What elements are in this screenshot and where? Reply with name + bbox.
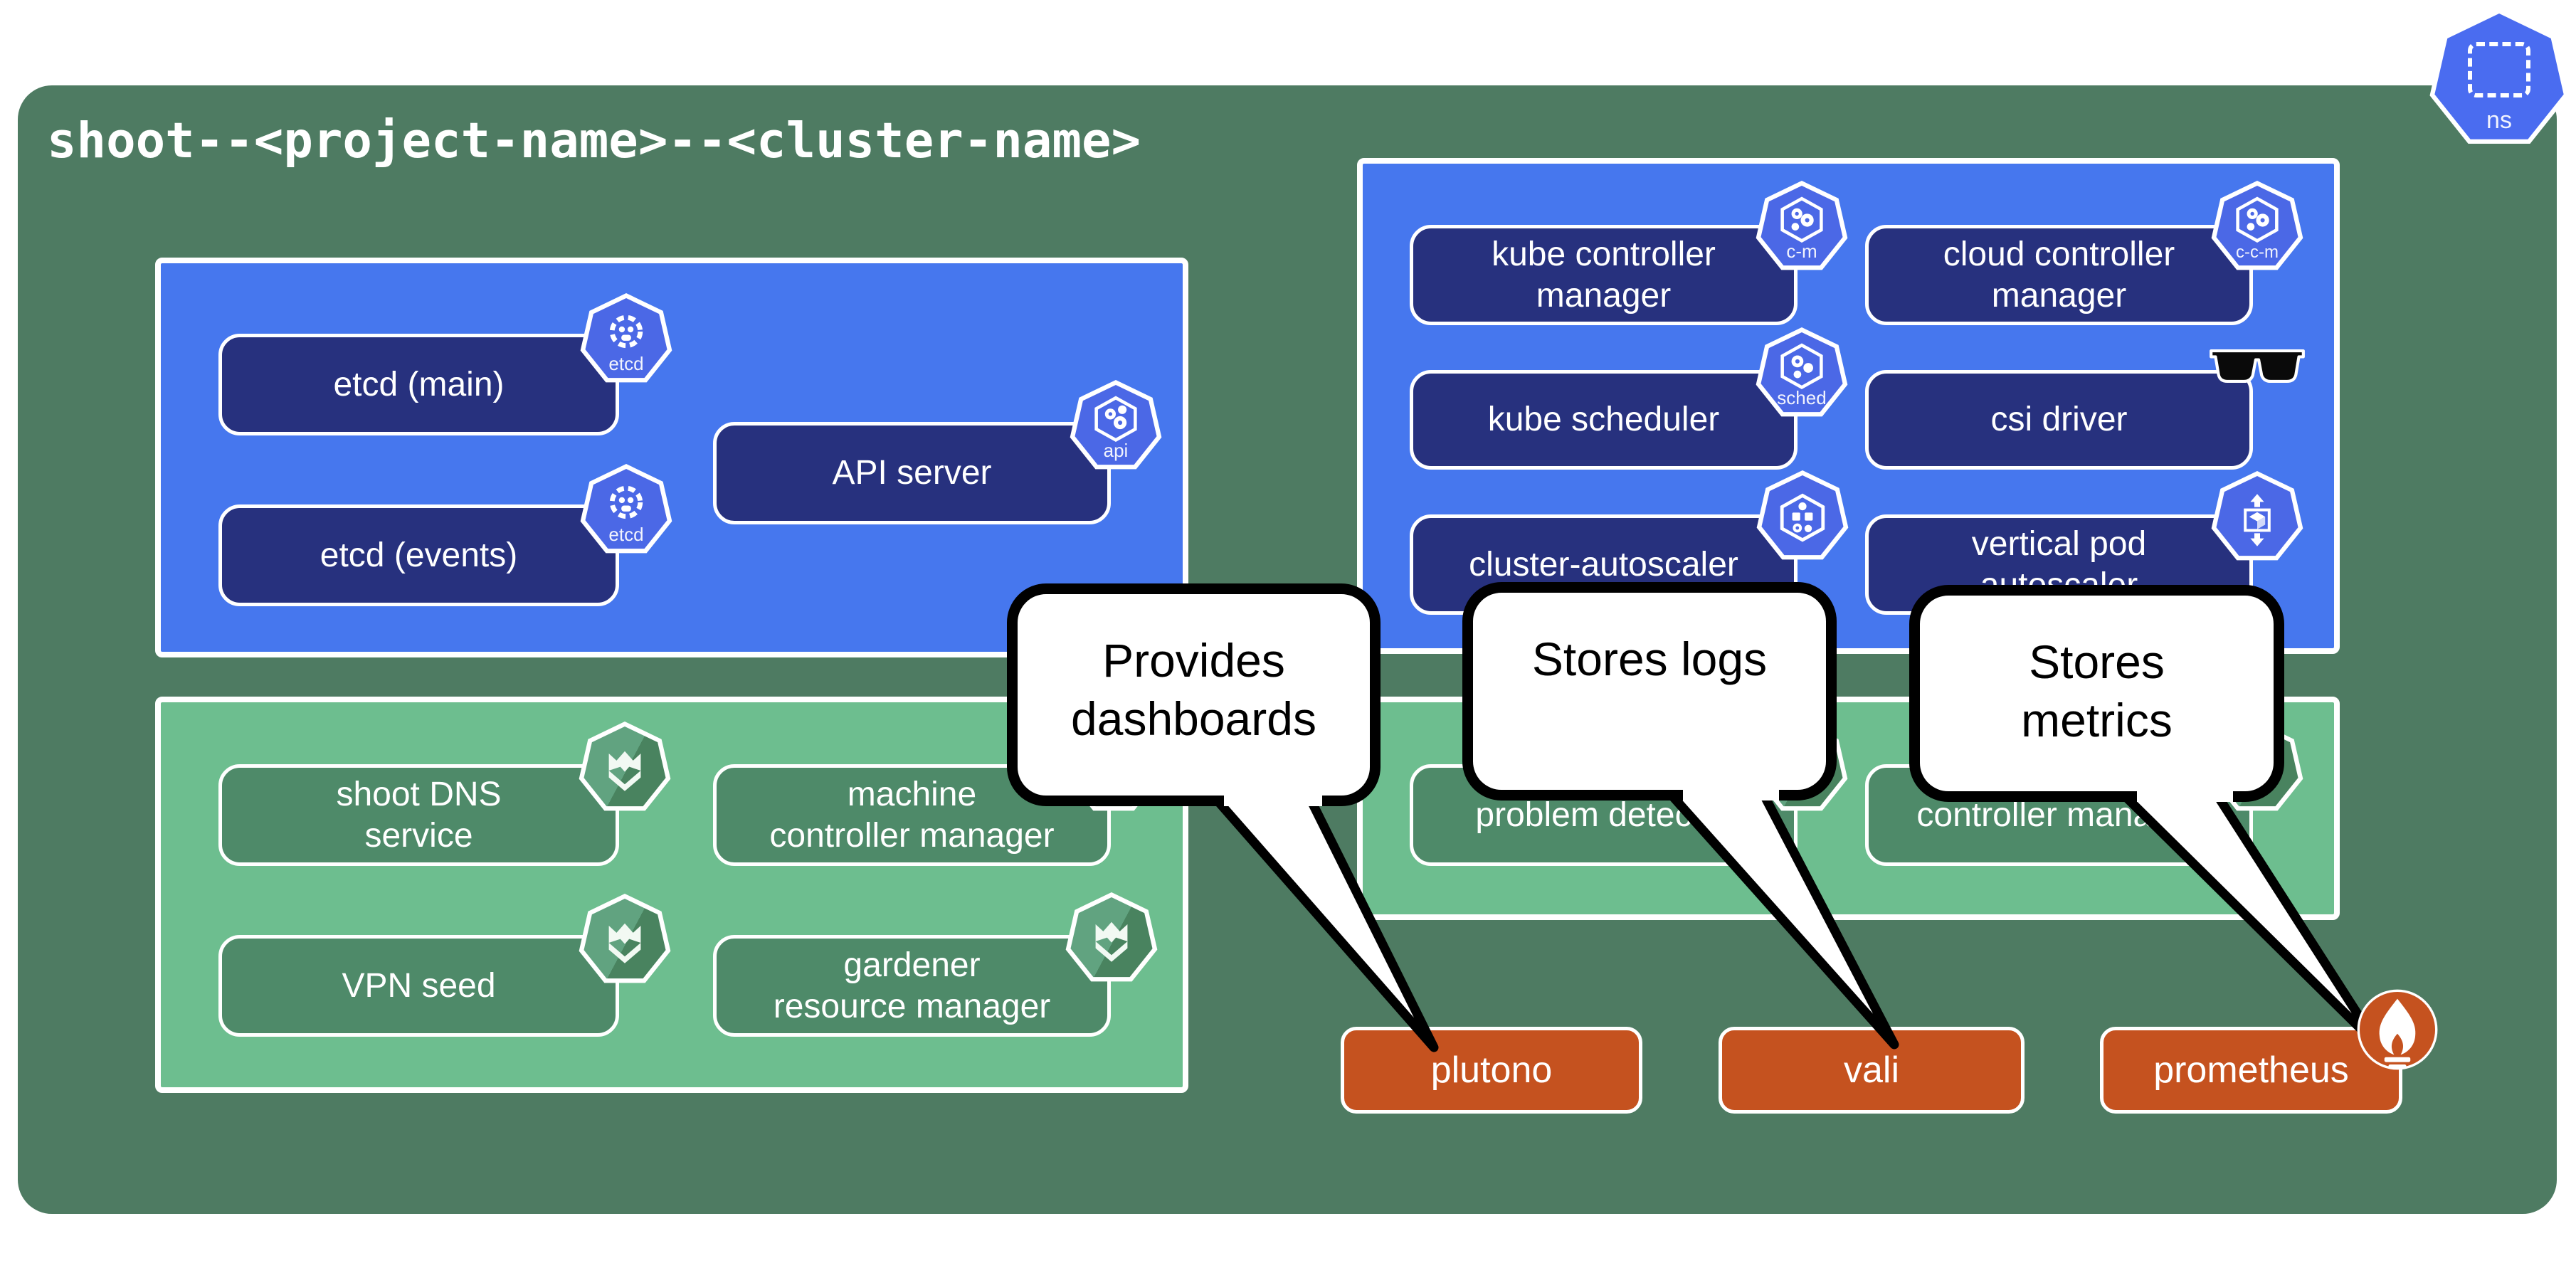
csi-driver-box: csi driver [1865, 370, 2253, 470]
tail-patch [1683, 788, 1779, 800]
etcd-glyph [609, 485, 643, 519]
vali-box: vali [1719, 1027, 2025, 1114]
gardener-resource-manager-box: gardener resource manager [713, 935, 1111, 1037]
api-glyph [1094, 396, 1137, 442]
api-server-label: API server [832, 454, 992, 492]
vertical-pod-autoscaler-icon [2211, 471, 2303, 561]
vpn-seed-box: VPN seed [218, 935, 619, 1037]
callout-stores-metrics: Stores metrics [1909, 585, 2284, 802]
etcd-icon: etcd [580, 464, 672, 554]
etcd-main-label: etcd (main) [333, 365, 505, 403]
etcd-main-box: etcd (main) [218, 334, 619, 435]
kube-scheduler-label: kube scheduler [1487, 401, 1720, 438]
cluster-autoscaler-icon [1756, 470, 1849, 560]
c-c-m-icon-label: c-c-m [2236, 243, 2279, 262]
cloud-controller-manager-label: cloud controller manager [1943, 235, 2175, 315]
namespace-title: shoot--<project-name>--<cluster-name> [47, 112, 1141, 169]
shoot-dns-service-box: shoot DNS service [218, 764, 619, 866]
sched-icon-label: sched [1777, 387, 1827, 408]
kube-controller-manager-box: kube controller manager [1410, 225, 1798, 325]
cloud-controller-manager-icon: c-c-m [2211, 181, 2303, 270]
gardener-icon [579, 894, 671, 983]
tail-patch [2137, 789, 2233, 802]
scheduler-glyph [1780, 343, 1823, 389]
callout-provides-dashboards-text: Provides dashboards [1071, 634, 1316, 745]
plutono-label: plutono [1430, 1050, 1553, 1091]
tail-patch [1224, 793, 1322, 806]
etcd-icon: etcd [580, 293, 672, 383]
callout-stores-metrics-text: Stores metrics [2021, 635, 2173, 746]
kube-apiserver-icon: api [1070, 380, 1162, 470]
etcd-icon-label: etcd [608, 524, 644, 545]
kube-scheduler-box: kube scheduler [1410, 370, 1798, 470]
kube-controller-manager-icon: c-m [1756, 181, 1848, 270]
etcd-events-box: etcd (events) [218, 504, 619, 606]
cluster-autoscaler-label: cluster-autoscaler [1469, 545, 1738, 583]
etcd-icon-label: etcd [608, 353, 644, 374]
namespace-icon: ns [2429, 9, 2569, 144]
csi-driver-label: csi driver [1990, 401, 2128, 438]
shoot-dns-service-label: shoot DNS service [336, 775, 502, 855]
callout-stores-logs-text: Stores logs [1531, 633, 1768, 685]
etcd-events-label: etcd (events) [320, 536, 518, 574]
namespace-dashed-box [2468, 42, 2530, 97]
plutono-box: plutono [1341, 1027, 1642, 1114]
machine-controller-manager-label: machine controller manager [769, 775, 1055, 855]
namespace-icon-label: ns [2486, 107, 2512, 134]
vpn-seed-label: VPN seed [342, 966, 496, 1005]
callout-stores-logs: Stores logs [1462, 582, 1837, 800]
kube-scheduler-icon: sched [1756, 327, 1848, 417]
cloud-controller-manager-box: cloud controller manager [1865, 225, 2253, 325]
kube-controller-manager-label: kube controller manager [1492, 235, 1716, 315]
c-m-icon-label: c-m [1786, 241, 1817, 262]
api-icon-label: api [1103, 440, 1129, 461]
gardener-tulip-glyph [608, 751, 641, 791]
controller-manager-glyph [1780, 196, 1823, 243]
prometheus-label: prometheus [2153, 1050, 2349, 1091]
vali-label: vali [1843, 1050, 1900, 1091]
controller-manager-glyph [2236, 196, 2279, 243]
api-server-box: API server [713, 422, 1111, 524]
callout-provides-dashboards: Provides dashboards [1007, 583, 1381, 806]
prometheus-box: prometheus [2100, 1027, 2402, 1114]
gardener-tulip-glyph [1095, 921, 1128, 962]
cluster-autoscaler-glyph [1780, 493, 1825, 542]
gardener-icon [1065, 892, 1158, 982]
gardener-resource-manager-label: gardener resource manager [773, 946, 1051, 1025]
gardener-tulip-glyph [608, 923, 641, 963]
sunglasses-icon [2210, 349, 2305, 384]
etcd-glyph [609, 315, 643, 349]
gardener-icon [579, 722, 671, 811]
prometheus-icon [2357, 989, 2438, 1070]
vpa-glyph [2244, 494, 2271, 546]
